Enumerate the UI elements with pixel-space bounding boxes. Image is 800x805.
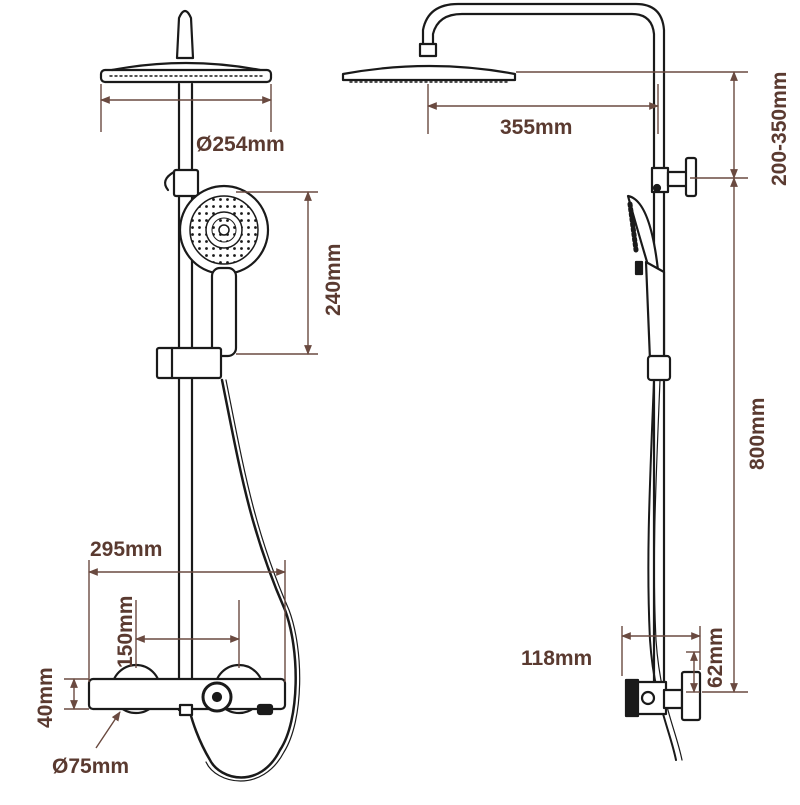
front-slide-holder [155, 346, 223, 380]
side-wall-flange-top [684, 156, 698, 198]
side-handshower-handle [644, 260, 666, 362]
side-arm [421, 2, 666, 174]
side-mixer-knob [624, 678, 640, 718]
side-slide-holder [646, 354, 672, 382]
label-inlet-centers: 150mm [114, 596, 137, 668]
label-wall-projection: 118mm [521, 647, 592, 670]
side-hose [647, 379, 677, 761]
label-rail-height: 800mm [746, 398, 769, 470]
label-mixer-depth: 62mm [704, 627, 727, 688]
label-escutcheon-diameter: Ø75mm [52, 755, 129, 778]
label-head-diameter: Ø254mm [196, 133, 285, 156]
label-height-adjust: 200-350mm [768, 72, 791, 186]
front-handshower-handle [210, 266, 238, 358]
front-hose [188, 378, 297, 779]
label-mixer-width: 295mm [90, 538, 162, 561]
side-rain-head-connector [418, 42, 438, 58]
dimension-labels: Ø254mm 355mm 200-350mm 240mm 800mm 295mm… [34, 72, 791, 778]
side-wall-flange-bottom [680, 670, 702, 722]
side-rain-head [341, 64, 517, 82]
dimension-lines [64, 71, 748, 749]
front-upper-bracket [172, 168, 200, 198]
label-arm-reach: 355mm [500, 116, 572, 139]
front-view [87, 9, 301, 782]
front-handshower [178, 184, 270, 358]
front-mixer [87, 663, 287, 717]
label-handshower-height: 240mm [322, 244, 345, 316]
front-top-pipe [175, 9, 195, 60]
front-rain-head-dome [110, 61, 262, 72]
side-handshower [626, 194, 666, 362]
label-mixer-height: 40mm [34, 667, 57, 728]
